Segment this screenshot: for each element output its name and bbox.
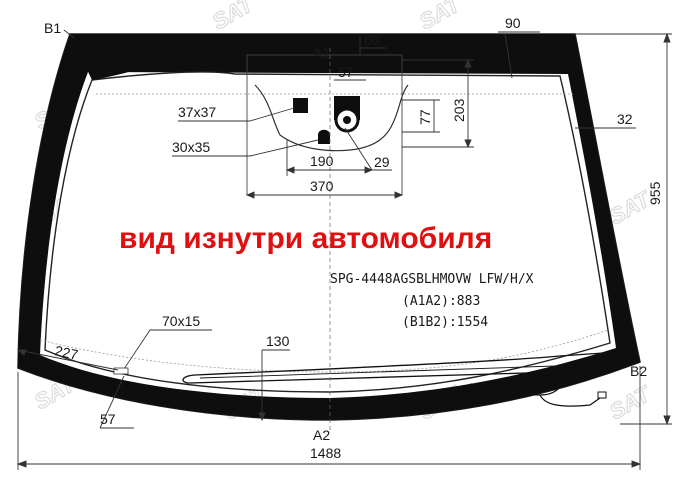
frit-corner-right [500, 34, 575, 74]
dim-90-label: 90 [505, 15, 521, 31]
heating-wire-inner [199, 356, 592, 379]
dim-130-label: 130 [266, 333, 290, 349]
watermark: SAT [605, 381, 656, 425]
dim-370 [245, 191, 404, 199]
dim-190-label: 190 [310, 153, 334, 169]
dim-37x37 [178, 107, 295, 122]
b1-label: B1 [44, 20, 61, 36]
sensor-37x37 [293, 98, 308, 113]
label-70x15 [113, 367, 129, 375]
dim-227-label: 227 [53, 342, 79, 363]
watermark: SAT [415, 0, 466, 34]
dim-370-label: 370 [310, 178, 334, 194]
dim-77 [402, 99, 440, 133]
dim-190 [285, 140, 374, 176]
dim-955 [575, 32, 672, 426]
dim-30x35-label: 30x35 [172, 139, 210, 155]
dim-955-label: 955 [647, 181, 663, 205]
rain-sensor-core [343, 116, 351, 124]
watermark: SAT [208, 0, 259, 34]
dim-29 [344, 127, 392, 171]
dim-130 [258, 349, 290, 422]
frit-band [18, 34, 640, 420]
mirror-area-outline [254, 84, 409, 152]
dim-37x37-label: 37x37 [178, 104, 216, 120]
connector [597, 391, 607, 399]
dim-1488 [16, 366, 642, 470]
dim-60 [359, 36, 386, 54]
wire-lead-2 [539, 394, 601, 407]
dim-30x35 [172, 139, 319, 157]
dim-203-label: 203 [451, 98, 467, 122]
dim-70x15-label: 70x15 [162, 313, 200, 329]
dim-203 [402, 58, 474, 149]
a1a2-value: (A1A2):883 [402, 294, 480, 309]
clear-area [44, 71, 611, 393]
sensor-30x35 [318, 129, 330, 144]
dim-77-label: 77 [417, 109, 433, 125]
a2-label: A2 [313, 427, 330, 443]
dim-57-bottom [99, 375, 134, 429]
b1-leader [63, 29, 75, 39]
dim-57-bottom-label: 57 [100, 411, 116, 427]
dim-90 [498, 31, 540, 79]
dim-227 [16, 349, 119, 371]
dim-1488-label: 1488 [310, 445, 341, 461]
b1b2-value: (B1B2):1554 [402, 315, 488, 330]
dim-70x15 [121, 329, 212, 373]
frit-corner-left [70, 34, 200, 80]
b2-label: B2 [630, 363, 647, 379]
dim-32-label: 32 [617, 111, 633, 127]
view-title: вид изнутри автомобиля [119, 222, 492, 255]
dim-57-top-label: 57 [338, 64, 354, 80]
heating-wire [182, 352, 607, 384]
a1-label: A1 [313, 45, 330, 61]
dim-29-label: 29 [374, 154, 390, 170]
part-code: SPG-4448AGSBLHMOVW LFW/H/X [330, 272, 534, 287]
dim-60-label: 60 [364, 32, 380, 48]
